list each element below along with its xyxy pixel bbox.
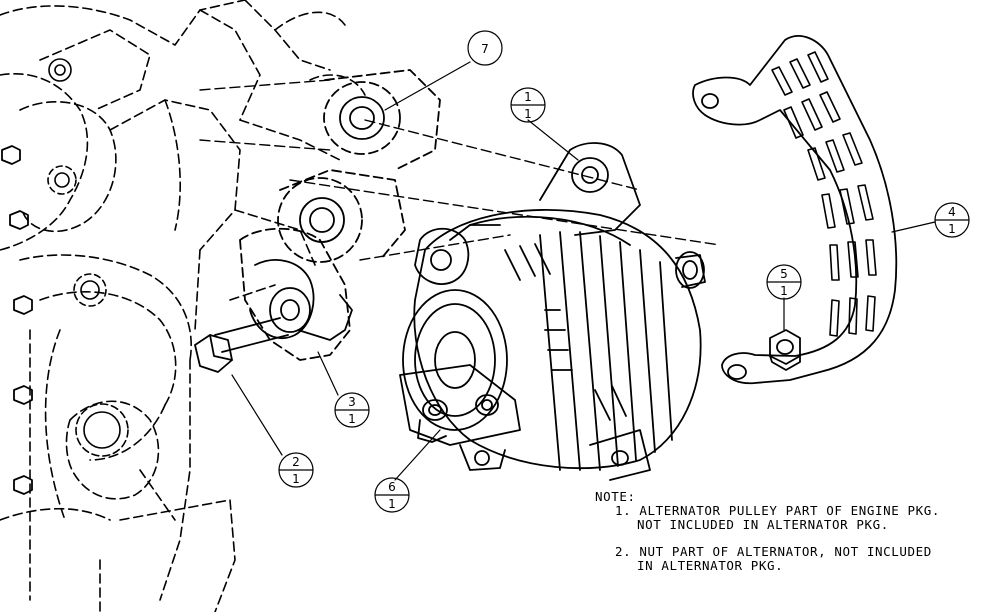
mounting-bolt bbox=[194, 317, 289, 373]
nut bbox=[769, 329, 801, 371]
engine-block bbox=[0, 0, 366, 612]
notes-heading: NOTE: bbox=[595, 489, 636, 504]
note-1-line-2: NOT INCLUDED IN ALTERNATOR PKG. bbox=[637, 517, 889, 532]
balloon-6-qty: 1 bbox=[388, 497, 396, 511]
balloon-4-qty: 1 bbox=[948, 222, 956, 236]
note-2-line-2: IN ALTERNATOR PKG. bbox=[637, 558, 784, 573]
alternator bbox=[399, 142, 706, 481]
note-1-line-1: 1. ALTERNATOR PULLEY PART OF ENGINE PKG. bbox=[615, 503, 941, 518]
balloon-7-item: 7 bbox=[481, 42, 489, 56]
engine-edge-bolts bbox=[1, 145, 33, 495]
balloon-4-item: 4 bbox=[948, 205, 956, 219]
pulley-idler-upper bbox=[323, 69, 441, 171]
balloon-1-qty: 1 bbox=[524, 107, 532, 121]
pulley-idler-lower bbox=[277, 169, 406, 263]
notes-block: NOTE: 1. ALTERNATOR PULLEY PART OF ENGIN… bbox=[595, 490, 940, 573]
leader-lines bbox=[231, 61, 936, 481]
balloon-5-qty: 1 bbox=[780, 284, 788, 298]
balloon-2-qty: 1 bbox=[292, 472, 300, 486]
balloons bbox=[278, 30, 970, 513]
alternator-mounting-bracket bbox=[239, 227, 353, 361]
balloon-6-item: 6 bbox=[388, 480, 396, 494]
balloon-5-item: 5 bbox=[780, 267, 788, 281]
balloon-3-qty: 1 bbox=[348, 412, 356, 426]
heat-shield bbox=[692, 35, 898, 385]
balloon-3-item: 3 bbox=[348, 395, 356, 409]
note-2-line-1: 2. NUT PART OF ALTERNATOR, NOT INCLUDED bbox=[615, 544, 932, 559]
balloon-labels: 7 1 1 4 1 5 1 3 1 2 1 6 1 bbox=[292, 42, 956, 511]
balloon-2-item: 2 bbox=[292, 455, 300, 469]
balloon-1-item: 1 bbox=[524, 90, 532, 104]
